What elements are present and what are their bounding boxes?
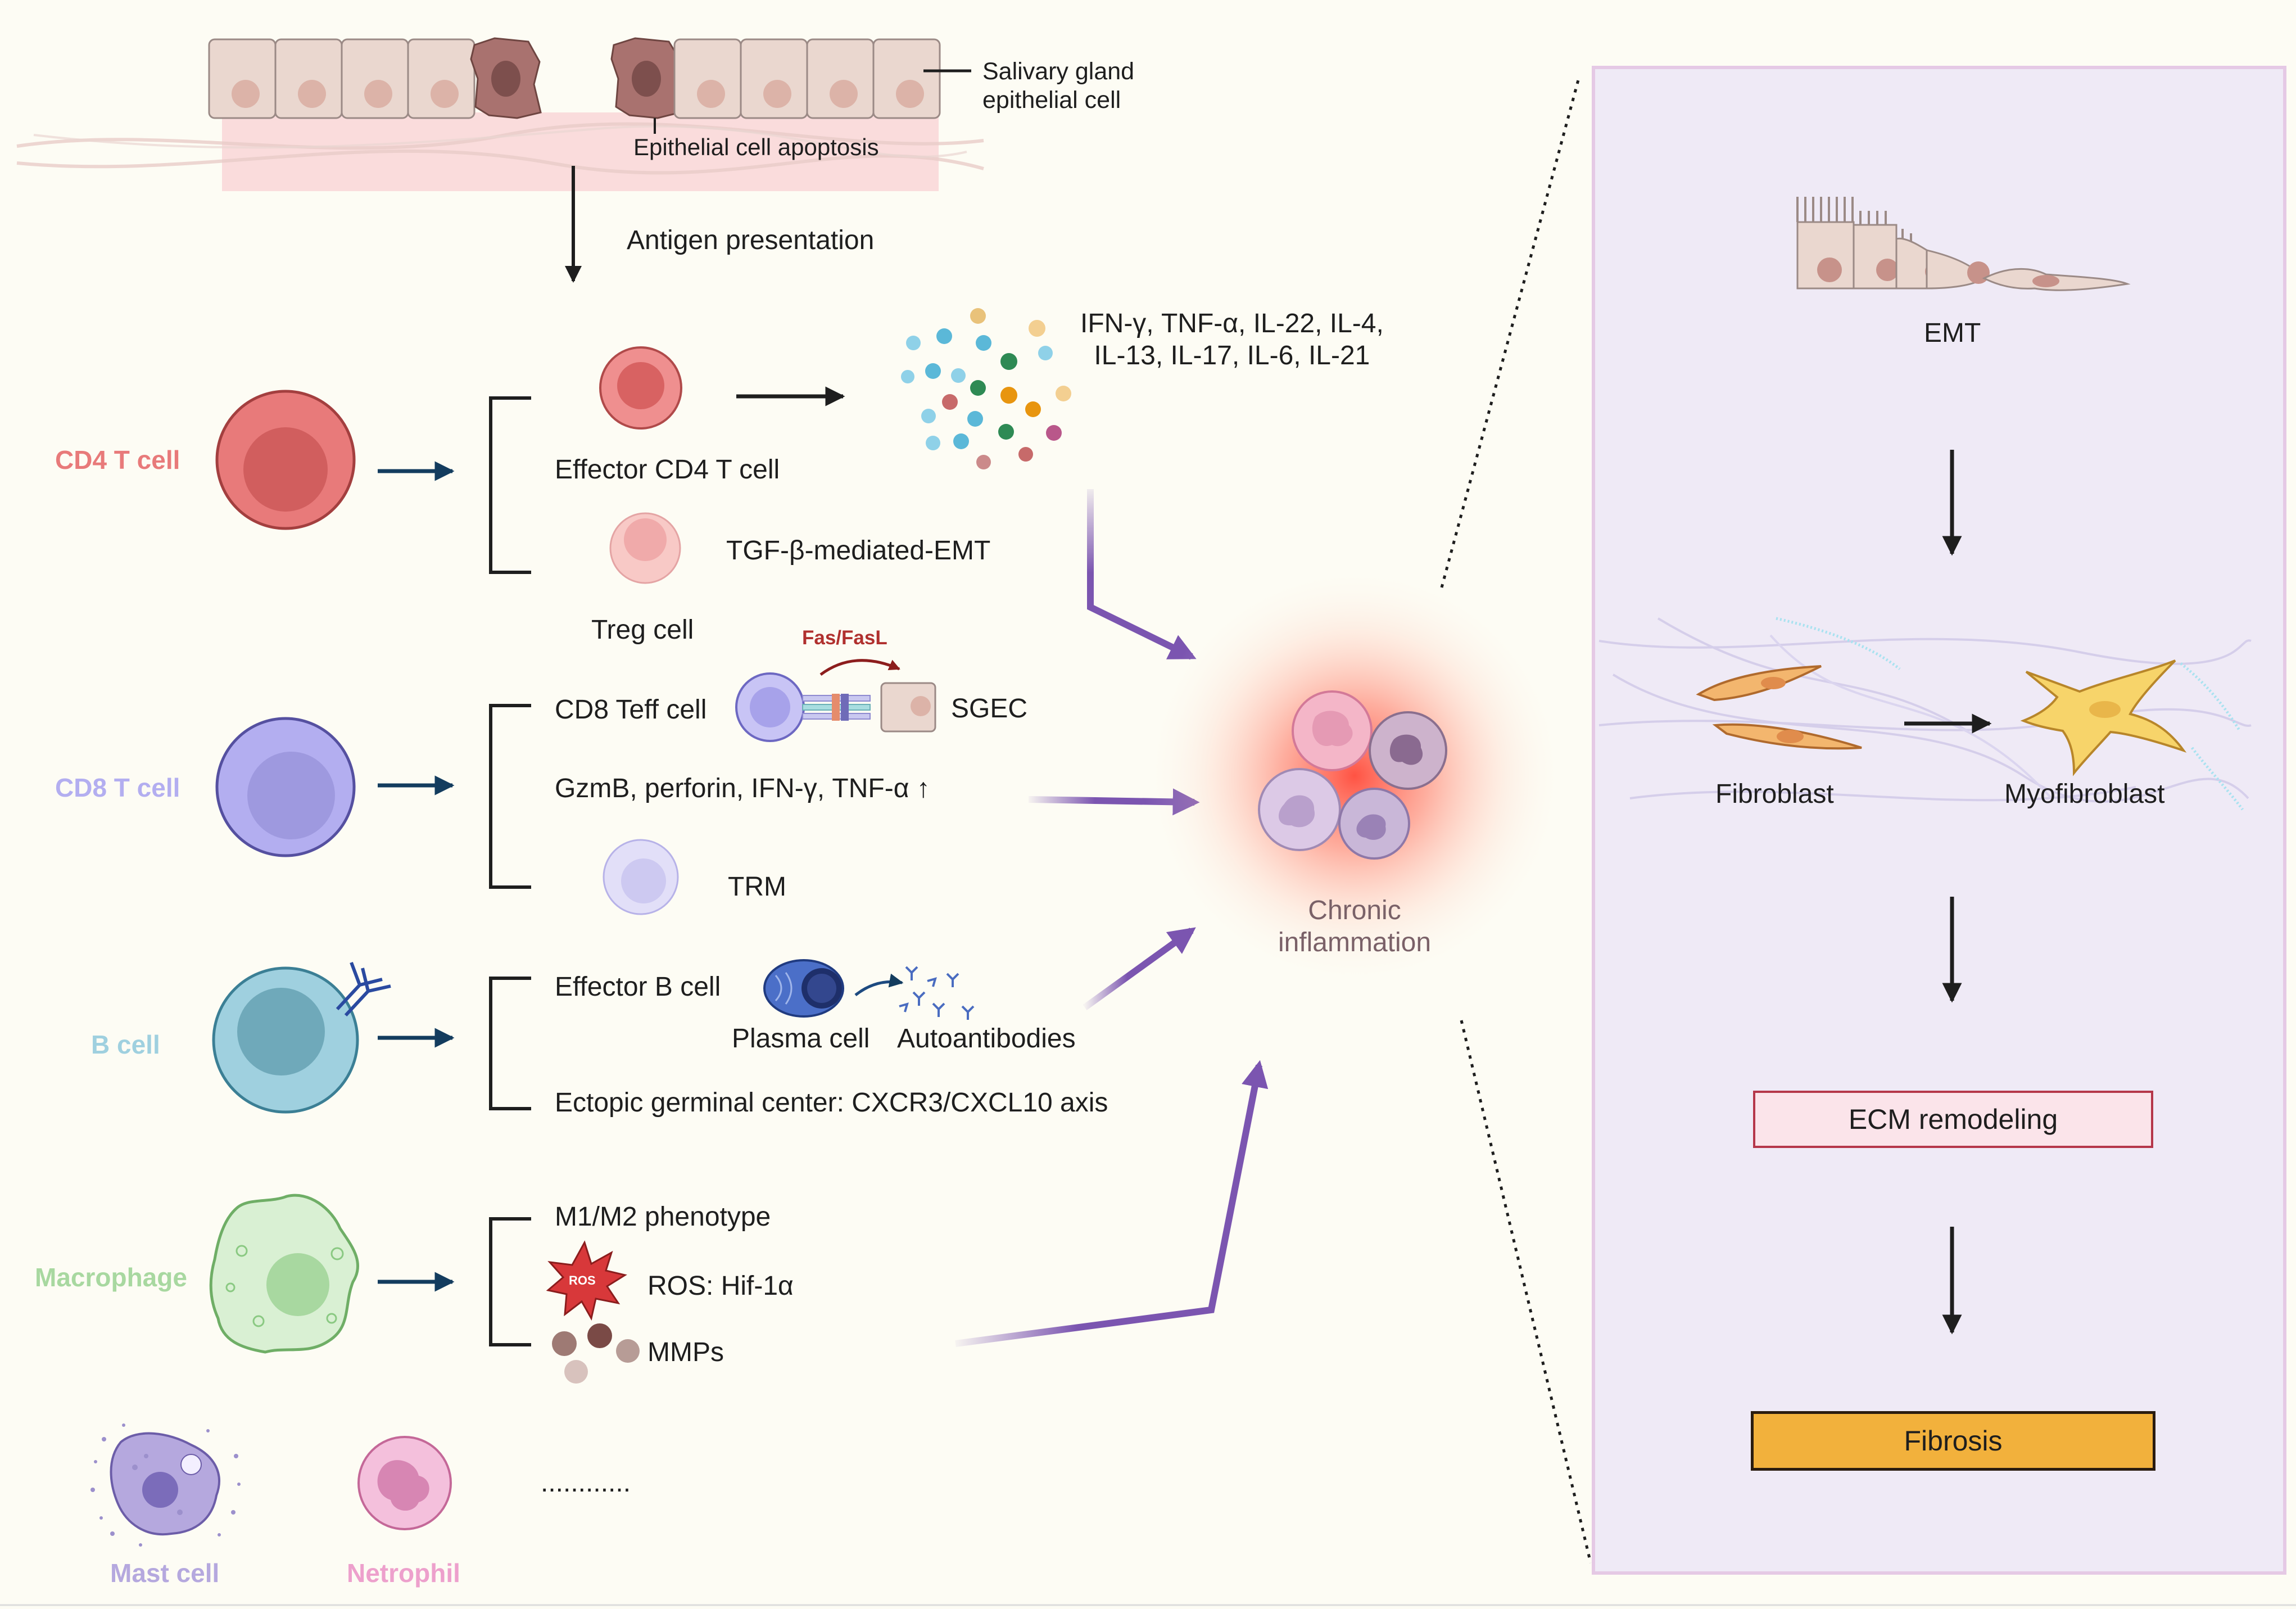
effector-cd4-icon <box>599 346 682 430</box>
fibroblast-label: Fibroblast <box>1715 779 1834 809</box>
cd8-bracket <box>489 704 531 889</box>
fibroblast-icon <box>1696 665 1862 750</box>
cd8-teff-label: CD8 Teff cell <box>555 695 707 725</box>
neutrophil-icon <box>357 1436 452 1530</box>
epithelial-cells <box>208 37 941 119</box>
cd4-t-cell-icon <box>215 390 356 530</box>
effector-b-cell-label: Effector B cell <box>555 972 721 1002</box>
zoom-line-top <box>1440 75 1581 588</box>
macrophage-to-inflammation-arrow <box>955 1060 1269 1347</box>
myofibroblast-label: Myofibroblast <box>2004 779 2165 809</box>
chronic-inflammation-label: Chronic inflammation <box>1278 896 1432 957</box>
treg-cell-icon <box>609 512 681 584</box>
emt-label: EMT <box>1924 318 1981 348</box>
plasma-to-antibody-arrow <box>854 973 904 996</box>
m1-m2-phenotype-label: M1/M2 phenotype <box>555 1202 771 1232</box>
emt-transition-icon <box>1796 197 2131 291</box>
epithelial-cell-label: Salivary gland epithelial cell <box>982 58 1135 114</box>
mmps-icon <box>552 1323 640 1384</box>
b-cell-to-inflammation-arrow <box>1083 927 1196 1010</box>
macrophage-icon <box>209 1194 360 1354</box>
trm-cell-icon <box>603 839 679 915</box>
b-cell-label: B cell <box>91 1030 160 1059</box>
sgec-label: SGEC <box>951 694 1028 724</box>
cd8-effector-molecules-label: GzmB, perforin, IFN-γ, TNF-α ↑ <box>555 774 930 803</box>
trm-label: TRM <box>728 872 786 902</box>
ecm-remodeling-box: ECM remodeling <box>1753 1091 2153 1148</box>
fas-fasl-label: Fas/FasL <box>802 627 887 649</box>
autoantibodies-label: Autoantibodies <box>897 1024 1076 1054</box>
ecm-fibers <box>1598 617 2252 803</box>
b-cell-bracket <box>489 977 531 1110</box>
ecm-cyan-fibers <box>1776 617 2244 811</box>
effector-cd4-label: Effector CD4 T cell <box>555 455 780 485</box>
tgf-emt-label: TGF-β-mediated-EMT <box>726 536 991 566</box>
fibrosis-box: Fibrosis <box>1751 1411 2155 1471</box>
plasma-cell-icon <box>763 959 844 1018</box>
cd4-t-cell-label: CD4 T cell <box>55 445 180 474</box>
inflammatory-cells-cluster <box>1258 690 1447 860</box>
ros-hif-label: ROS: Hif-1α <box>647 1271 794 1301</box>
apoptosis-label: Epithelial cell apoptosis <box>633 134 879 160</box>
macrophage-label: Macrophage <box>35 1263 187 1292</box>
neutrophil-label: Netrophil <box>347 1558 460 1588</box>
fibrosis-panel <box>1592 66 2286 1575</box>
sgec-icon <box>880 682 936 733</box>
treg-cell-label: Treg cell <box>591 615 694 645</box>
mast-cell-label: Mast cell <box>110 1558 220 1588</box>
epithelium-group <box>16 37 984 191</box>
cd8-t-cell-icon <box>215 717 356 857</box>
cd4-bracket <box>489 396 531 574</box>
inflammation-glow <box>1144 565 1565 987</box>
antigen-presentation-label: Antigen presentation <box>627 225 875 255</box>
cd8-teff-icon <box>735 672 871 742</box>
macrophage-bracket <box>489 1217 531 1346</box>
fibrosis-label: Fibrosis <box>1904 1425 2003 1457</box>
zoom-line-bottom <box>1460 1020 1592 1563</box>
mmps-label: MMPs <box>647 1337 724 1367</box>
cd8-t-cell-label: CD8 T cell <box>55 773 180 802</box>
cd4-to-inflammation-arrow <box>1087 489 1197 660</box>
autoantibody-icons <box>899 966 975 1020</box>
mast-cell-icon <box>90 1423 241 1547</box>
ellipsis-label: ............ <box>541 1468 631 1498</box>
myofibroblast-icon <box>2020 659 2187 776</box>
ros-badge-text: ROS <box>569 1273 596 1287</box>
germinal-center-label: Ectopic germinal center: CXCR3/CXCL10 ax… <box>555 1088 1108 1118</box>
plasma-cell-label: Plasma cell <box>732 1024 870 1054</box>
cytokine-dots <box>901 308 1071 469</box>
fasl-arrow <box>819 659 900 676</box>
ecm-remodeling-label: ECM remodeling <box>1848 1104 2058 1135</box>
cytokine-list-label: IFN-γ, TNF-α, IL-22, IL-4, IL-13, IL-17,… <box>1080 309 1384 370</box>
ros-burst-icon <box>546 1240 627 1321</box>
b-cell-icon <box>212 961 391 1114</box>
